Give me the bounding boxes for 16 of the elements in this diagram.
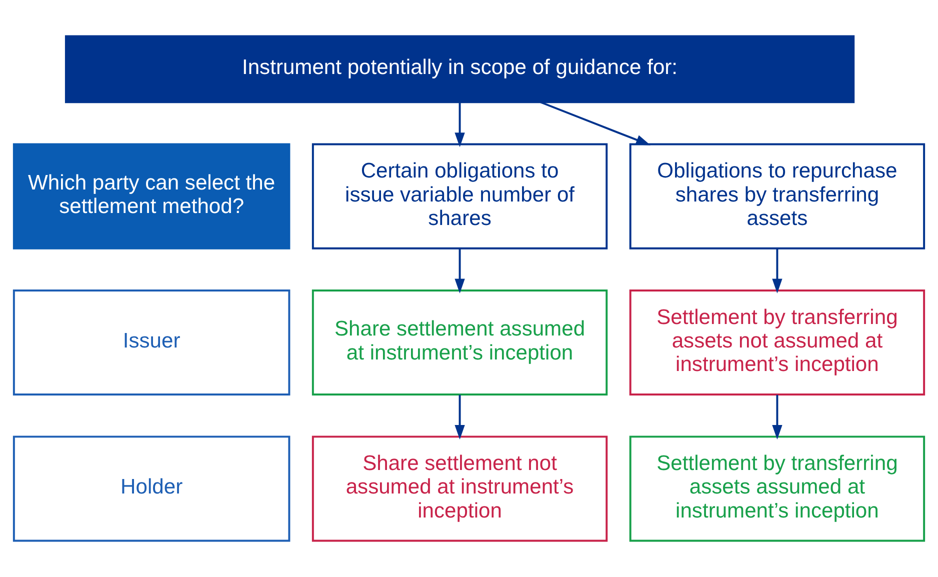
arrow: [772, 248, 782, 294]
arrow: [454, 248, 465, 294]
node-box: Share settlement not assumed at instrument’s inception: [312, 436, 608, 542]
node-box: Share settlement assumed at instrument’s inception: [312, 289, 608, 396]
node-box: Which party can select the settlement method?: [12, 143, 290, 250]
node-box: Certain obligations to issue variable number of shares: [312, 143, 608, 250]
arrow: [454, 102, 465, 148]
arrow: [772, 394, 782, 440]
node-box: Issuer: [12, 289, 290, 396]
node-box: Settlement by transferring assets assumed at instrument’s inception: [629, 436, 926, 542]
node-box: Holder: [12, 436, 290, 542]
node-box: Instrument potentially in scope of guidance for:: [64, 35, 855, 104]
arrow: [540, 101, 650, 146]
arrow: [454, 394, 465, 440]
node-box: Obligations to repurchase shares by transferring assets: [629, 143, 926, 250]
node-box: Settlement by transferring assets not assumed at instrument’s inception: [629, 289, 926, 396]
